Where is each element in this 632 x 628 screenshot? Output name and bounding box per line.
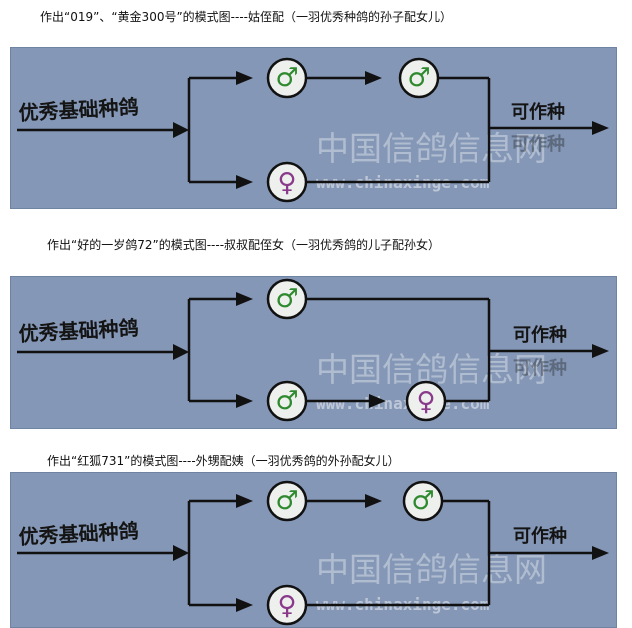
female-symbol-icon: ♀ — [277, 168, 296, 198]
watermark-text: 中国信鸽信息网 — [316, 129, 547, 168]
male-symbol-icon: ♂ — [275, 386, 298, 416]
result-label: 可作种 — [513, 324, 567, 346]
watermark-text: 中国信鸽信息网 — [316, 550, 547, 589]
caption-3: 作出“红狐731”的模式图----外甥配姨（一羽优秀鸽的外孙配女儿） — [47, 454, 400, 468]
male-node-1: ♂ — [266, 278, 308, 320]
male-symbol-icon: ♂ — [411, 486, 434, 516]
female-node: ♀ — [405, 380, 447, 422]
male-node-2: ♂ — [398, 57, 440, 99]
source-label: 优秀基础种鸽 — [18, 316, 139, 346]
pedigree-diagram-2: 中国信鸽信息网 www.chinaxinge.com 优秀基础种鸽 ♂ ♂ ♀ … — [10, 276, 617, 429]
male-symbol-icon: ♂ — [275, 486, 298, 516]
male-node-2: ♂ — [402, 480, 444, 522]
female-node: ♀ — [266, 584, 308, 626]
result-label: 可作种 — [511, 101, 565, 123]
source-label: 优秀基础种鸽 — [18, 519, 139, 549]
male-node-1: ♂ — [266, 57, 308, 99]
female-node: ♀ — [266, 161, 308, 203]
source-arrowhead — [173, 545, 189, 561]
caption-2: 作出“好的一岁鸽72”的模式图----叔叔配侄女（一羽优秀鸽的儿子配孙女） — [47, 238, 441, 252]
caption-1: 作出“019”、“黄金300号”的模式图----姑侄配（一羽优秀种鸽的孙子配女儿… — [40, 10, 452, 24]
male-symbol-icon: ♂ — [275, 63, 298, 93]
result-arrowhead — [592, 121, 609, 135]
female-symbol-icon: ♀ — [277, 591, 296, 621]
branch-upper-arrowhead — [236, 494, 253, 508]
source-label: 优秀基础种鸽 — [18, 95, 139, 125]
male-node-2: ♂ — [266, 380, 308, 422]
result-arrowhead — [592, 344, 609, 358]
branch-upper-arrowhead — [236, 292, 253, 306]
branch-lower-arrowhead — [236, 175, 253, 189]
female-symbol-icon: ♀ — [416, 387, 435, 417]
source-arrowhead — [173, 122, 189, 138]
source-arrowhead — [173, 344, 189, 360]
male-symbol-icon: ♂ — [275, 284, 298, 314]
branch-lower-arrowhead — [236, 598, 253, 612]
watermark-url: www.chinaxinge.com — [316, 394, 490, 413]
male-symbol-icon: ♂ — [407, 63, 430, 93]
result-label-faint: 可作种 — [513, 357, 567, 379]
pedigree-diagram-1: 中国信鸽信息网 www.chinaxinge.com 优秀基础种鸽 ♂ ♀ ♂ … — [10, 47, 617, 209]
male-to-male-arrowhead — [365, 71, 382, 85]
branch-upper-arrowhead — [236, 71, 253, 85]
result-arrowhead — [592, 546, 609, 560]
male-to-male-arrowhead — [365, 494, 382, 508]
lower-to-female-arrowhead — [369, 394, 386, 408]
result-label: 可作种 — [513, 525, 567, 547]
male-node-1: ♂ — [266, 480, 308, 522]
branch-lower-arrowhead — [236, 394, 253, 408]
pedigree-diagram-3: 中国信鸽信息网 www.chinaxinge.com 优秀基础种鸽 ♂ ♀ ♂ … — [10, 472, 617, 628]
result-label-faint: 可作种 — [511, 133, 565, 155]
